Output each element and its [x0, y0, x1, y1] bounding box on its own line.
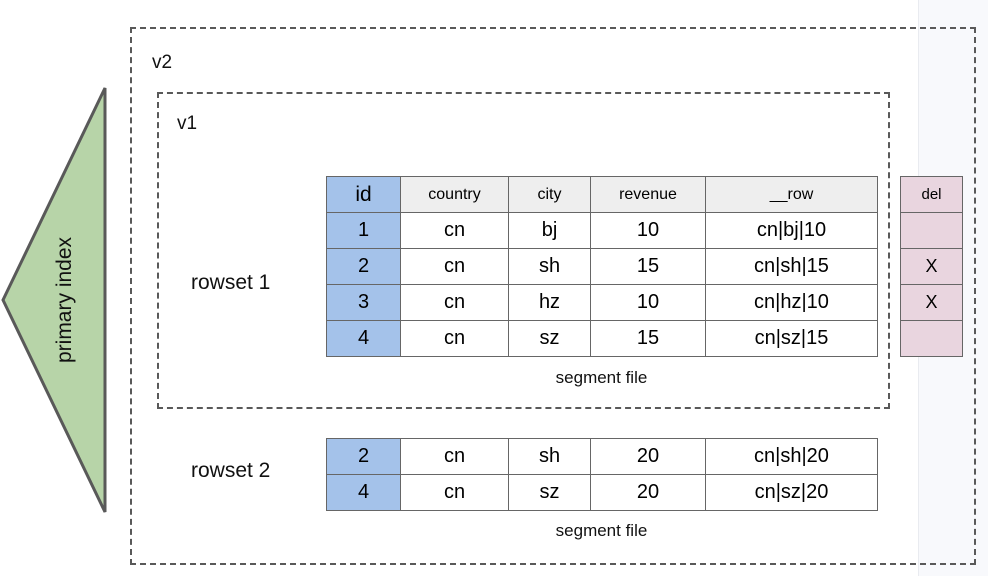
cell-row: cn|sz|20 [705, 474, 878, 511]
delete-column-header: del [900, 176, 963, 213]
column-header-country: country [400, 176, 509, 213]
cell-country: cn [400, 284, 509, 321]
delete-marker-table: del X X [900, 176, 963, 357]
cell-row: cn|sz|15 [705, 320, 878, 357]
column-header-row: __row [705, 176, 878, 213]
cell-city: sh [508, 248, 591, 285]
table-row: 2 cn sh 20 cn|sh|20 [326, 438, 878, 475]
cell-id: 4 [326, 474, 401, 511]
delete-row [900, 212, 963, 249]
delete-mark-cell: X [900, 248, 963, 285]
delete-row: X [900, 248, 963, 285]
cell-id: 2 [326, 248, 401, 285]
cell-revenue: 20 [590, 474, 706, 511]
rowset-1-table: id country city revenue __row 1 cn bj 10… [326, 176, 878, 357]
delete-header-row: del [900, 176, 963, 213]
rowset-label-1: rowset 1 [191, 271, 271, 294]
cell-row: cn|sh|20 [705, 438, 878, 475]
cell-id: 1 [326, 212, 401, 249]
cell-country: cn [400, 320, 509, 357]
cell-city: sz [508, 474, 591, 511]
cell-revenue: 15 [590, 248, 706, 285]
version-label-v1: v1 [177, 113, 198, 134]
table-header-row: id country city revenue __row [326, 176, 878, 213]
cell-country: cn [400, 212, 509, 249]
cell-city: bj [508, 212, 591, 249]
primary-index-arrow: primary index [0, 84, 110, 516]
version-label-v2: v2 [152, 52, 173, 73]
delete-mark-cell [900, 320, 963, 357]
version-box-v2 [130, 27, 976, 565]
cell-row: cn|hz|10 [705, 284, 878, 321]
delete-mark-cell [900, 212, 963, 249]
segment-file-caption-2: segment file [555, 521, 648, 540]
cell-country: cn [400, 438, 509, 475]
cell-revenue: 15 [590, 320, 706, 357]
primary-index-shape [1, 87, 107, 513]
segment-file-caption-1: segment file [555, 368, 648, 387]
cell-id: 2 [326, 438, 401, 475]
cell-row: cn|bj|10 [705, 212, 878, 249]
table-row: 3 cn hz 10 cn|hz|10 [326, 284, 878, 321]
cell-country: cn [400, 474, 509, 511]
column-header-id: id [326, 176, 401, 213]
table-row: 4 cn sz 20 cn|sz|20 [326, 474, 878, 511]
rowset-2-table: 2 cn sh 20 cn|sh|20 4 cn sz 20 cn|sz|20 [326, 438, 878, 511]
delete-row: X [900, 284, 963, 321]
cell-id: 3 [326, 284, 401, 321]
table-row: 4 cn sz 15 cn|sz|15 [326, 320, 878, 357]
cell-revenue: 10 [590, 212, 706, 249]
column-header-revenue: revenue [590, 176, 706, 213]
rowset-label-2: rowset 2 [191, 459, 271, 482]
cell-city: hz [508, 284, 591, 321]
delete-mark-cell: X [900, 284, 963, 321]
version-box-v1 [157, 92, 890, 409]
cell-row: cn|sh|15 [705, 248, 878, 285]
delete-row [900, 320, 963, 357]
cell-country: cn [400, 248, 509, 285]
cell-id: 4 [326, 320, 401, 357]
column-header-city: city [508, 176, 591, 213]
table-row: 2 cn sh 15 cn|sh|15 [326, 248, 878, 285]
cell-city: sh [508, 438, 591, 475]
cell-city: sz [508, 320, 591, 357]
cell-revenue: 10 [590, 284, 706, 321]
table-row: 1 cn bj 10 cn|bj|10 [326, 212, 878, 249]
cell-revenue: 20 [590, 438, 706, 475]
